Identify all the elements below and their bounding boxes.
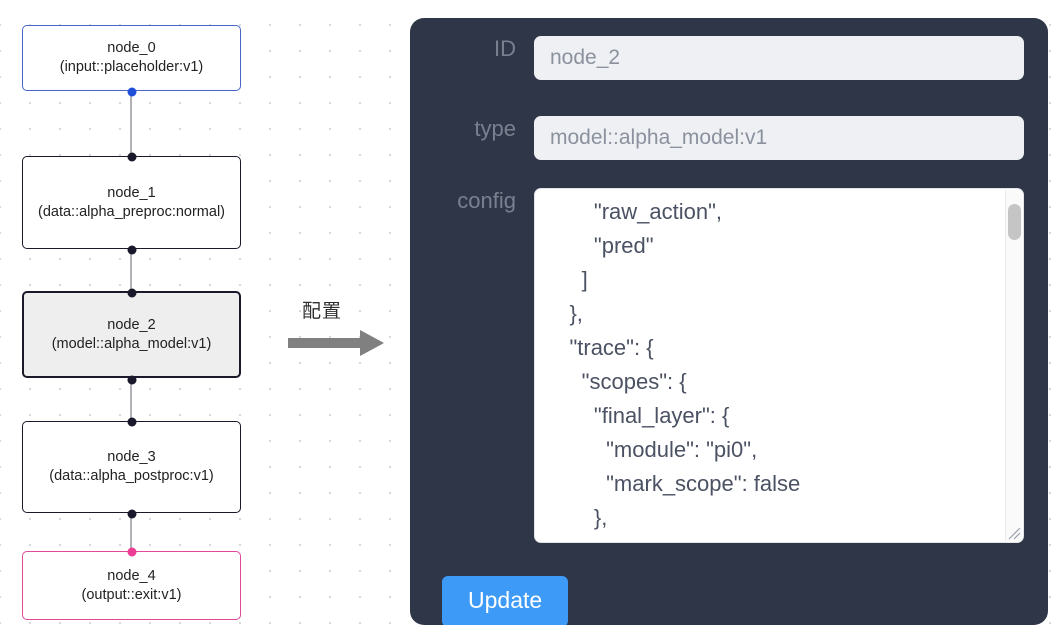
id-field-label: ID [494,36,516,61]
node-config-panel: ID type config Update [410,18,1048,625]
config-textarea[interactable] [534,188,1024,543]
field-row-type: type [426,116,1024,160]
graph-node-label: node_2 (model::alpha_model:v1) [51,316,212,352]
node-handle-target[interactable] [127,288,136,298]
node-handle-source[interactable] [127,509,136,519]
configure-annotation: 配置 [288,296,398,358]
type-input[interactable] [534,116,1024,160]
graph-node-node_4[interactable]: node_4 (output::exit:v1) [22,547,241,620]
id-input[interactable] [534,36,1024,80]
graph-node-label: node_4 (output::exit:v1) [81,567,182,603]
config-textarea-wrapper [534,188,1024,543]
update-button[interactable]: Update [442,576,569,625]
config-field-label: config [457,188,516,213]
type-field-label: type [474,116,516,141]
node-handle-target[interactable] [127,547,136,557]
node-handle-source[interactable] [127,375,136,385]
edge-node1-node2 [130,248,132,292]
graph-node-node_2[interactable]: node_2 (model::alpha_model:v1) [22,288,241,385]
node-handle-source[interactable] [127,87,136,97]
config-scrollbar-track[interactable] [1005,190,1022,541]
field-row-id: ID [426,36,1024,80]
graph-node-node_1[interactable]: node_1 (data::alpha_preproc:normal) [22,152,241,255]
graph-node-node_3[interactable]: node_3 (data::alpha_postproc:v1) [22,417,241,519]
node-handle-source[interactable] [127,245,136,255]
edge-node3-node4 [130,512,132,551]
field-row-config: config [426,188,1024,543]
graph-node-label: node_3 (data::alpha_postproc:v1) [49,449,214,484]
node-handle-target[interactable] [127,417,136,427]
edge-node2-node3 [130,377,132,422]
edge-node0-node1 [130,90,132,156]
graph-node-label: node_1 (data::alpha_preproc:normal) [38,184,225,220]
node-handle-target[interactable] [127,152,136,162]
annotation-label: 配置 [302,300,343,322]
right-arrow-icon [288,330,384,356]
graph-node-node_0[interactable]: node_0 (input::placeholder:v1) [22,25,241,97]
graph-node-label: node_0 (input::placeholder:v1) [59,40,204,75]
config-scrollbar-thumb[interactable] [1008,204,1021,240]
